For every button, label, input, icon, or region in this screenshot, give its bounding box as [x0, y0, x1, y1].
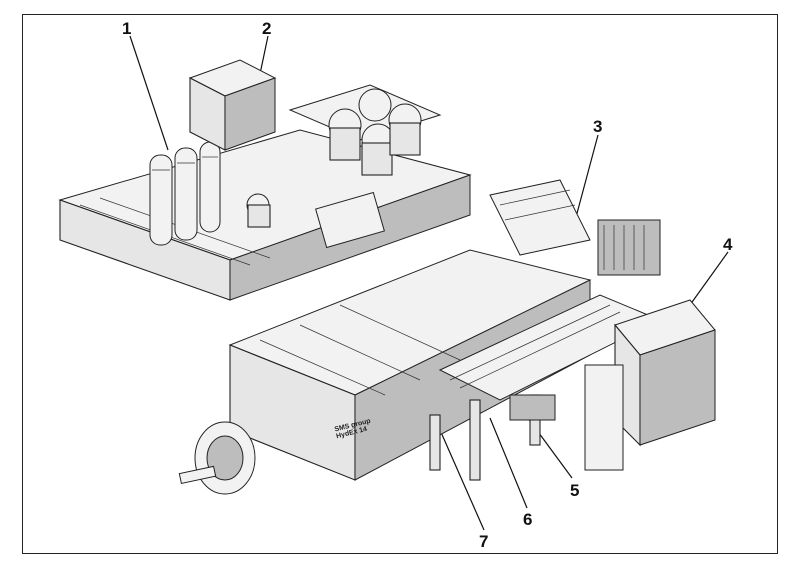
callout-7: 7 [479, 532, 489, 551]
press-electrics-3 [489, 179, 591, 256]
pump-motors [246, 84, 442, 228]
diagram-frame [22, 14, 778, 554]
callout-4: 4 [723, 235, 733, 254]
accumulator-bottles [149, 141, 221, 246]
cabinet-2 [188, 59, 277, 151]
callout-3: 3 [593, 117, 603, 136]
callout-6: 6 [523, 510, 533, 529]
callout-1: 1 [122, 19, 132, 38]
control-unit-4 [584, 219, 716, 471]
main-cylinder [178, 421, 256, 495]
callout-2: 2 [262, 19, 272, 38]
run-out-table [429, 294, 662, 481]
callout-5: 5 [570, 481, 580, 500]
